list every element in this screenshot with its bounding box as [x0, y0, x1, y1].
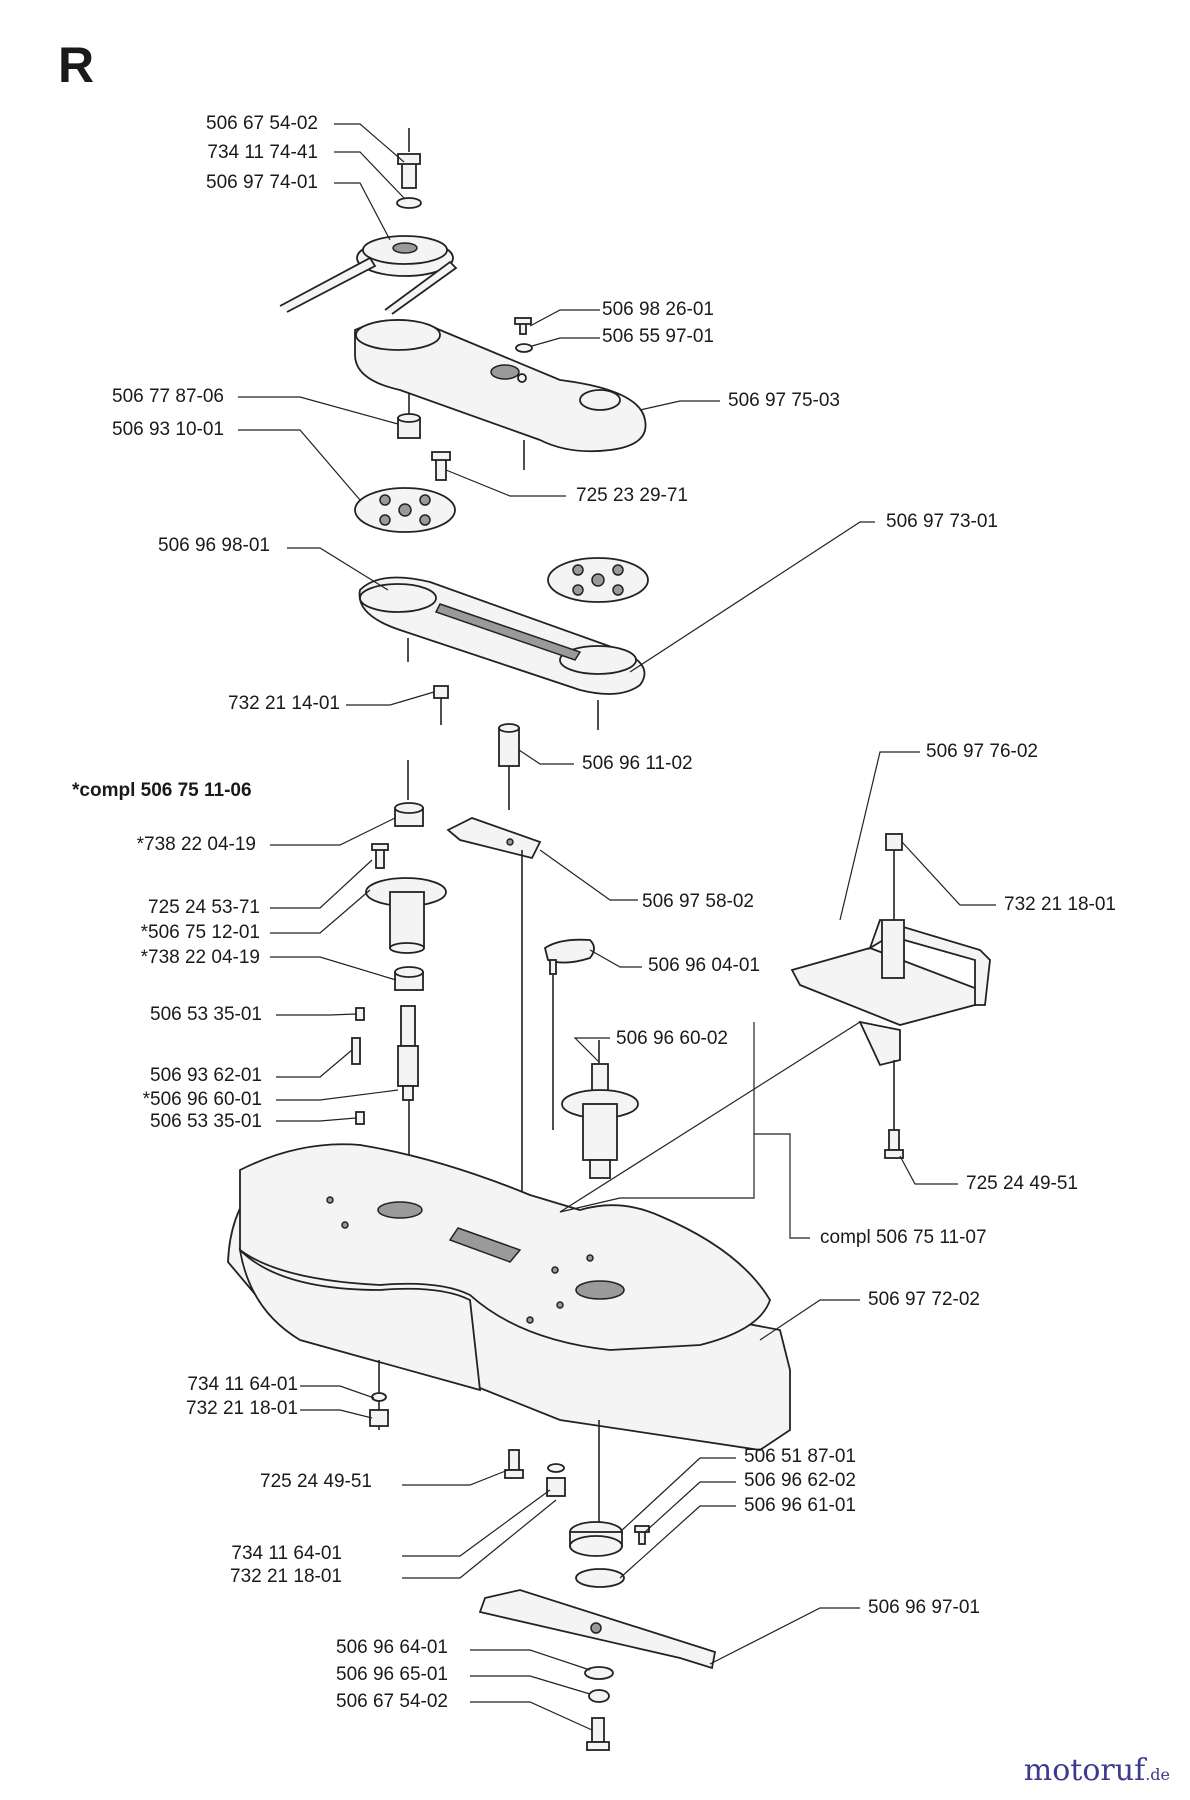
washer-734-11-64-left — [371, 1392, 387, 1402]
label-506-96-97-01: 506 96 97-01 — [868, 1597, 980, 1618]
label-734-11-64-01-left: 734 11 64-01 — [187, 1374, 298, 1395]
label-506-96-60-01: *506 96 60-01 — [142, 1089, 262, 1110]
label-506-97-74-01: 506 97 74-01 — [206, 172, 318, 193]
label-506-97-73-01: 506 97 73-01 — [886, 511, 998, 532]
cam-506-96-04 — [543, 938, 595, 975]
top-bolt — [396, 153, 422, 209]
label-506-96-62-02: 506 96 62-02 — [744, 1470, 856, 1491]
drive-disc-right — [547, 557, 649, 603]
set-note: *compl 506 75 11-06 — [72, 780, 252, 801]
label-506-98-26-01: 506 98 26-01 — [602, 299, 714, 320]
label-506-96-61-01: 506 96 61-01 — [744, 1495, 856, 1516]
bearing-cup-506-51-87 — [569, 1521, 623, 1557]
label-734-11-64-01-center: 734 11 64-01 — [231, 1543, 342, 1564]
mower-deck — [227, 1143, 791, 1451]
nut-732-21-18-left — [369, 1409, 389, 1427]
washer-506-96-65 — [588, 1689, 610, 1703]
label-506-51-87-01: 506 51 87-01 — [744, 1446, 856, 1467]
spindle-housing-left — [365, 877, 447, 954]
label-506-93-62-01: 506 93 62-01 — [150, 1065, 262, 1086]
label-506-96-64-01: 506 96 64-01 — [336, 1637, 448, 1658]
shaft-left — [397, 1005, 419, 1101]
label-506-67-54-02-top: 506 67 54-02 — [206, 113, 318, 134]
watermark-logo: motoruf.de — [1024, 1753, 1170, 1788]
upper-pulley — [279, 235, 458, 315]
label-506-97-58-02: 506 97 58-02 — [642, 891, 754, 912]
label-725-23-29-71: 725 23 29-71 — [576, 485, 688, 506]
key-upper — [355, 1007, 365, 1021]
nut-732-21-14 — [433, 685, 449, 725]
label-732-21-18-01-center: 732 21 18-01 — [230, 1566, 342, 1587]
label-734-11-74-41: 734 11 74-41 — [207, 142, 318, 163]
label-506-97-72-02: 506 97 72-02 — [868, 1289, 980, 1310]
label-725-24-49-51-center: 725 24 49-51 — [260, 1471, 372, 1492]
label-506-53-35-01-top: 506 53 35-01 — [150, 1004, 262, 1025]
toothed-belt — [358, 576, 646, 695]
cutting-blade — [478, 1589, 717, 1670]
label-506-96-11-02: 506 96 11-02 — [582, 753, 693, 774]
screw-725-24-53 — [371, 843, 389, 869]
watermark-brand: motoruf — [1023, 1753, 1146, 1788]
label-506-93-10-01: 506 93 10-01 — [112, 419, 224, 440]
label-506-75-12-01: *506 75 12-01 — [140, 922, 260, 943]
label-732-21-18-01-left: 732 21 18-01 — [186, 1398, 298, 1419]
section-letter: R — [58, 37, 95, 93]
label-732-21-14-01: 732 21 14-01 — [228, 693, 340, 714]
bracket-506-97-76 — [790, 918, 991, 1067]
bearing-lower — [394, 966, 424, 991]
watermark-tld: .de — [1145, 1765, 1170, 1784]
nut-732-21-18-top — [885, 833, 903, 851]
spindle-housing-right — [561, 1063, 639, 1179]
bolt-725-24-49-center — [504, 1449, 524, 1479]
label-506-96-60-02: 506 96 60-02 — [616, 1028, 728, 1049]
leader-lines — [238, 123, 996, 1731]
drive-disc-left — [354, 487, 456, 533]
screw-506-96-62 — [634, 1525, 650, 1545]
bracket-506-97-58 — [446, 817, 542, 860]
label-738-22-04-19-bottom: *738 22 04-19 — [140, 947, 260, 968]
label-506-96-65-01: 506 96 65-01 — [336, 1664, 448, 1685]
small-screw-cover — [514, 317, 533, 353]
label-725-24-53-71: 725 24 53-71 — [148, 897, 260, 918]
bearing-upper — [394, 802, 424, 827]
label-compl-506-75-11-07: compl 506 75 11-07 — [820, 1227, 987, 1248]
label-732-21-18-01-right: 732 21 18-01 — [1004, 894, 1116, 915]
belt-cover — [354, 319, 647, 453]
blade-bolt — [586, 1717, 610, 1751]
label-506-67-54-02-bottom: 506 67 54-02 — [336, 1691, 448, 1712]
bolt-725-23 — [431, 451, 451, 481]
key-lower — [355, 1111, 365, 1125]
nut-732-21-18-center — [546, 1477, 566, 1497]
label-506-53-35-01-bottom: 506 53 35-01 — [150, 1111, 262, 1132]
bolt-725-24-49-right — [884, 1129, 904, 1159]
label-506-97-76-02: 506 97 76-02 — [926, 741, 1038, 762]
label-506-96-04-01: 506 96 04-01 — [648, 955, 760, 976]
label-506-96-98-01: 506 96 98-01 — [158, 535, 270, 556]
label-725-24-49-51-right: 725 24 49-51 — [966, 1173, 1078, 1194]
label-506-55-97-01: 506 55 97-01 — [602, 326, 714, 347]
label-738-22-04-19-top: *738 22 04-19 — [136, 834, 256, 855]
label-506-97-75-03: 506 97 75-03 — [728, 390, 840, 411]
disc-506-96-64 — [584, 1666, 614, 1680]
spacer-506-96-11 — [498, 723, 520, 767]
label-506-77-87-06: 506 77 87-06 — [112, 386, 224, 407]
washer-734-11-64-center — [547, 1463, 565, 1473]
washer-506-96-61 — [575, 1568, 625, 1588]
key-long — [351, 1037, 361, 1065]
spacer-upper — [397, 413, 421, 439]
